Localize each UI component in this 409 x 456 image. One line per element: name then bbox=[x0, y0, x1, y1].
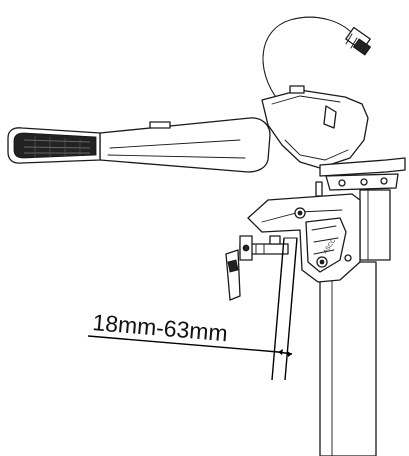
tiller-handle bbox=[7, 117, 271, 173]
dimension-label: 18mm-63mm bbox=[92, 309, 229, 346]
shaft-collar bbox=[315, 157, 406, 197]
transom-board bbox=[271, 237, 298, 381]
dimension-annotation: 18mm-63mm bbox=[87, 309, 293, 357]
motor-head bbox=[261, 85, 369, 169]
power-cable bbox=[262, 16, 372, 101]
clamp-screw bbox=[225, 235, 289, 301]
transom-bracket: ASCC bbox=[247, 193, 361, 283]
motor-shaft bbox=[319, 189, 391, 456]
cable-connector bbox=[345, 26, 372, 56]
handle-grip bbox=[7, 127, 101, 164]
